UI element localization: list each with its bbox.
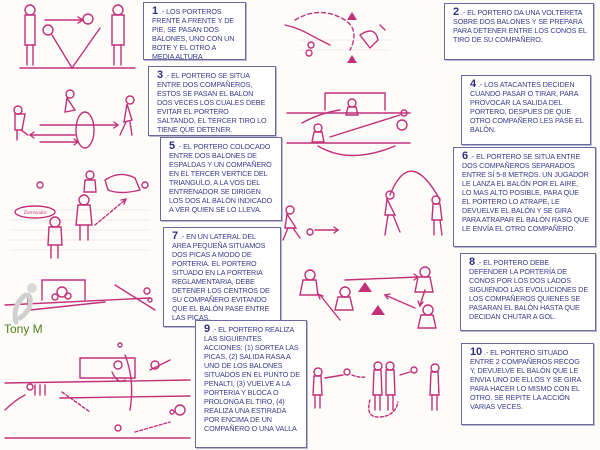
drawing-exercise-1 (19, 4, 136, 70)
exercise-number: 3 (157, 69, 164, 81)
exercise-number: 5 (169, 140, 176, 152)
drawing-exercise-9 (4, 342, 191, 439)
exercise-text: .- EL PORTERO SE SITUA ENTRE DOS COMPAÑE… (462, 152, 589, 233)
exercise-number: 1 (152, 5, 159, 17)
drawing-exercise-8 (299, 266, 437, 329)
exercise-number: 6 (462, 150, 469, 162)
exercise-number: 7 (172, 230, 179, 242)
exercise-number: 9 (204, 323, 211, 335)
drawing-exercise-3 (13, 89, 149, 194)
watermark-text: Tony M (4, 322, 43, 336)
exercise-text: .- EL PORTERO SITUADO ENTRE 2 COMPAÑEROS… (470, 348, 581, 411)
exercise-box-10: 10.- EL PORTERO SITUADO ENTRE 2 COMPAÑER… (461, 343, 594, 425)
exercise-text: .- EL PORTERO SE SITUA ENTRE DOS COMPAÑE… (157, 71, 267, 134)
exercise-number: 10 (470, 346, 483, 358)
drawing-exercise-6 (282, 170, 443, 241)
exercise-text: .- LOS ATACANTES DECIDEN CUANDO PASAR O … (470, 80, 584, 134)
drawing-exercise-2 (284, 11, 386, 63)
exercise-number: 2 (453, 6, 460, 18)
exercise-box-3: 3.- EL PORTERO SE SITUA ENTRE DOS COMPAÑ… (148, 66, 276, 136)
drawing-exercise-5: Entrenador (14, 194, 128, 259)
exercise-text: .- EL PORTERO DEBE DEFENDER LA PORTERÍA … (469, 258, 589, 321)
exercise-text: .- EN UN LATERAL DEL AREA PEQUEÑA SITUAM… (172, 232, 270, 322)
exercise-number: 8 (469, 256, 476, 268)
exercise-box-5: 5.- EL PORTERO COLOCADO ENTRE DOS BALONE… (160, 137, 282, 221)
exercise-box-9: 9.- EL PORTERO REALIZA LAS SIGUIENTES AC… (195, 320, 307, 448)
exercise-box-4: 4.- LOS ATACANTES DECIDEN CUANDO PASAR O… (461, 75, 591, 145)
watermark-logo-icon (12, 283, 37, 325)
exercise-box-1: 1.- LOS PORTEROS FRENTE A FRENTE Y DE PI… (143, 2, 246, 61)
exercise-text: .- EL PORTERO REALIZA LAS SIGUIENTES ACC… (204, 325, 300, 433)
svg-text:Entrenador: Entrenador (23, 211, 47, 216)
exercise-text: .- EL PORTERO COLOCADO ENTRE DOS BALONES… (169, 142, 273, 214)
exercise-box-7: 7.- EN UN LATERAL DEL AREA PEQUEÑA SITUA… (163, 227, 281, 327)
drawing-exercise-4 (286, 92, 411, 157)
drawing-exercise-10 (312, 361, 440, 418)
exercise-text: .- EL PORTERO DA UNA VOLTERETA SOBRE DOS… (453, 8, 587, 44)
exercise-text: .- LOS PORTEROS FRENTE A FRENTE Y DE PIE… (152, 7, 235, 61)
exercise-box-6: 6.- EL PORTERO SE SITUA ENTRE DOS COMPAÑ… (453, 147, 596, 247)
exercise-box-8: 8.- EL PORTERO DEBE DEFENDER LA PORTERÍA… (460, 253, 596, 331)
exercise-number: 4 (470, 78, 477, 90)
exercise-box-2: 2.- EL PORTERO DA UNA VOLTERETA SOBRE DO… (444, 3, 594, 60)
